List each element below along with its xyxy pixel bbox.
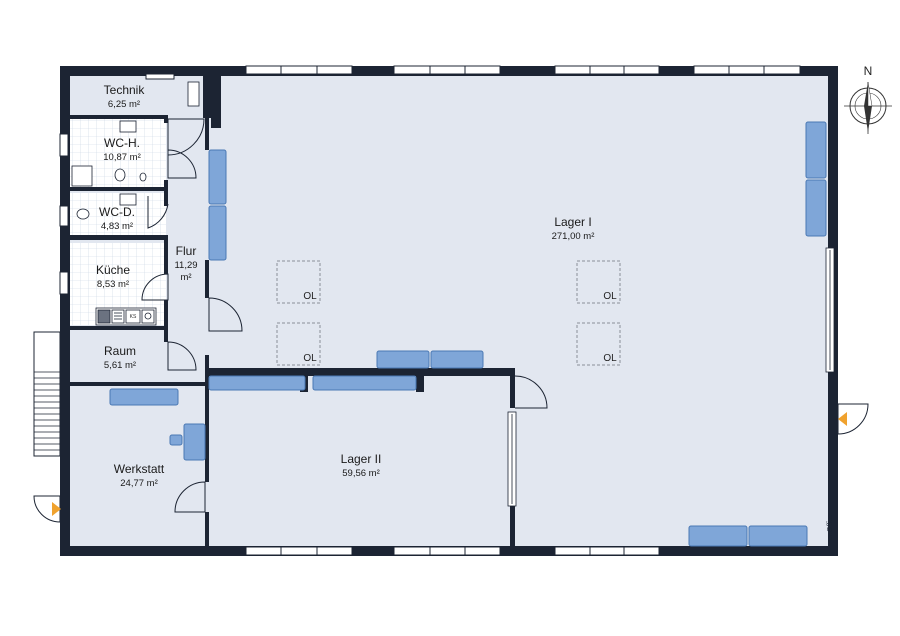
room-area-kueche: 8,53 m² (97, 279, 129, 290)
floor-area (60, 66, 838, 556)
interior-walls (70, 76, 515, 546)
door-werkstatt (174, 481, 206, 513)
shelf (805, 179, 827, 237)
door-right-exterior (837, 403, 869, 435)
staircase (33, 331, 61, 457)
compass-north-label: N (864, 64, 873, 78)
door-raum (167, 341, 197, 371)
shelf (748, 525, 808, 547)
room-area-wc-h: 10,87 m² (103, 152, 141, 163)
shelf (208, 149, 227, 205)
workbench (183, 423, 206, 461)
room-name-lager2: Lager II (341, 452, 382, 466)
toilet (114, 168, 126, 182)
door-left-exterior (33, 495, 61, 523)
shelf (109, 388, 179, 406)
door-wc-d (147, 196, 169, 229)
room-area-lager1: 271,00 m² (552, 231, 595, 242)
entry-marker-left (52, 502, 61, 516)
room-area-flur-unit: m² (180, 272, 191, 283)
skylight-label: OL (303, 353, 317, 364)
stool (169, 434, 183, 446)
room-name-werkstatt: Werkstatt (114, 462, 165, 476)
boiler (187, 81, 200, 107)
door-kueche (141, 273, 169, 301)
room-name-kueche: Küche (96, 263, 130, 277)
room-name-wc-h: WC-H. (104, 136, 140, 150)
room-area-flur: 11,29 (174, 260, 197, 271)
kitchen-fridge-label: KS (130, 314, 137, 320)
shelf (312, 375, 417, 391)
toilet (76, 208, 90, 220)
bathroom-fixtures (71, 81, 200, 220)
sink (119, 120, 137, 133)
door-lager2 (514, 375, 548, 409)
room-name-wc-d: WC-D. (99, 205, 135, 219)
doors (33, 118, 869, 523)
windows-bottom (245, 546, 660, 556)
room-name-flur: Flur (176, 244, 197, 258)
window-right (825, 247, 835, 373)
room-area-raum: 5,61 m² (104, 360, 136, 371)
kitchen-counter (95, 307, 157, 326)
sink (119, 193, 137, 206)
furniture (109, 121, 827, 547)
shelf (376, 350, 430, 369)
windows-top (245, 65, 801, 75)
door-wc-h (167, 149, 197, 179)
skylight-label: OL (603, 291, 617, 302)
room-area-technik: 6,25 m² (108, 99, 140, 110)
shelf (805, 121, 827, 179)
shower (71, 165, 93, 187)
shelf (208, 205, 227, 261)
compass-icon (844, 81, 892, 134)
skylight-label: OL (603, 353, 617, 364)
brand-logo: onOffice (827, 514, 834, 540)
windows-left (59, 73, 175, 295)
room-area-werkstatt: 24,77 m² (120, 478, 158, 489)
skylights (276, 260, 621, 366)
shelf (430, 350, 484, 369)
window-lager2 (507, 411, 517, 507)
door-flur (208, 297, 243, 332)
room-area-lager2: 59,56 m² (342, 468, 380, 479)
room-area-wc-d: 4,83 m² (101, 221, 133, 232)
shelf (208, 375, 306, 391)
door-technik (167, 118, 205, 156)
room-name-lager1: Lager I (554, 215, 591, 229)
entry-marker-right (838, 412, 847, 426)
room-name-technik: Technik (104, 83, 146, 97)
skylight-label: OL (303, 291, 317, 302)
shelf (688, 525, 748, 547)
room-name-raum: Raum (104, 344, 136, 358)
toilet (139, 172, 147, 182)
